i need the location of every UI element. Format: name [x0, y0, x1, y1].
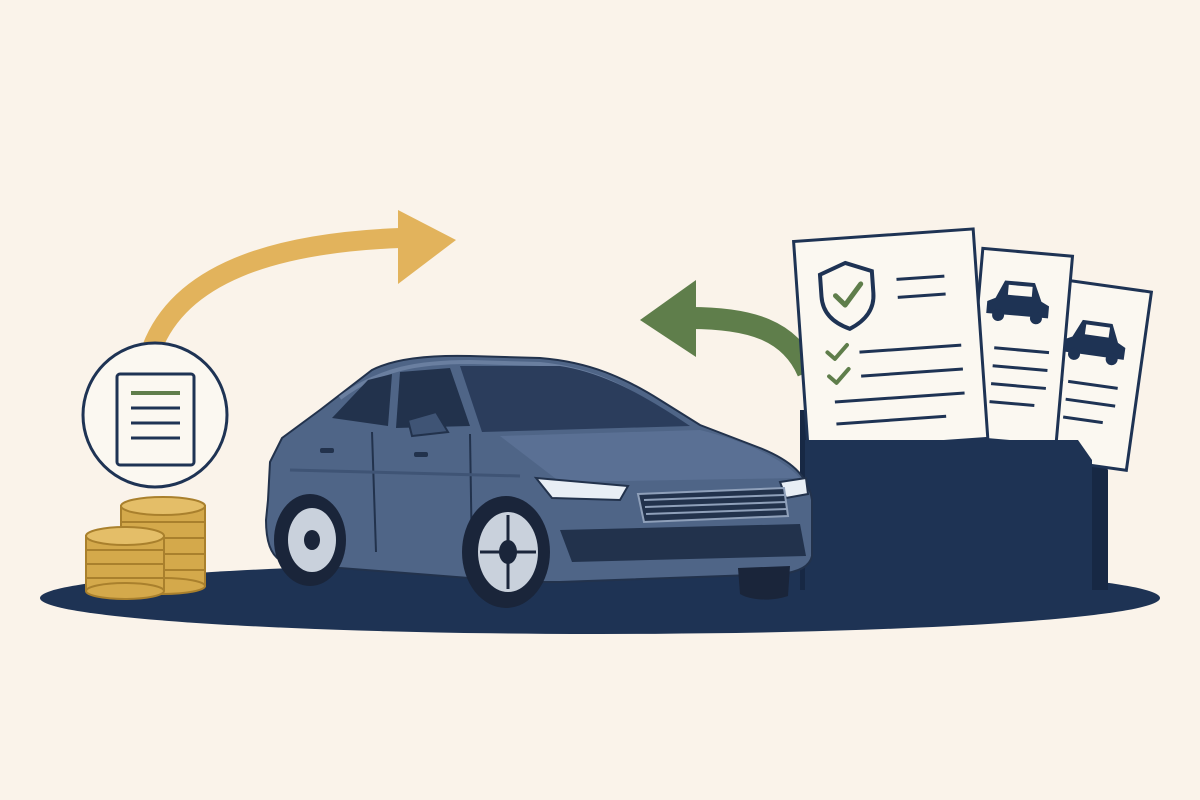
checkmark-icon: [827, 366, 851, 385]
car-wheel-rear: [274, 494, 346, 586]
folder-with-documents: [791, 227, 1154, 592]
document-icon: [81, 341, 229, 489]
car-icon: [1062, 319, 1126, 366]
car-headlight: [533, 476, 630, 502]
folder-front: [805, 440, 1092, 592]
car-wheel-front: [462, 496, 550, 608]
car-windshield: [460, 366, 690, 432]
document-car-middle: [964, 246, 1075, 448]
car-window-front-side: [396, 368, 470, 428]
document-insurance-front: [791, 227, 990, 453]
checkmark-icon: [825, 343, 849, 361]
curved-arrow-right: [142, 210, 456, 352]
shield-check-icon: [817, 260, 876, 331]
car-grille: [636, 486, 790, 524]
car-window-rear: [332, 374, 392, 426]
coins-icon: [85, 496, 206, 600]
sedan-car: [264, 354, 813, 608]
car-icon: [986, 280, 1050, 325]
coin-stack-short: [85, 526, 165, 600]
car-wheel-far: [738, 566, 790, 600]
